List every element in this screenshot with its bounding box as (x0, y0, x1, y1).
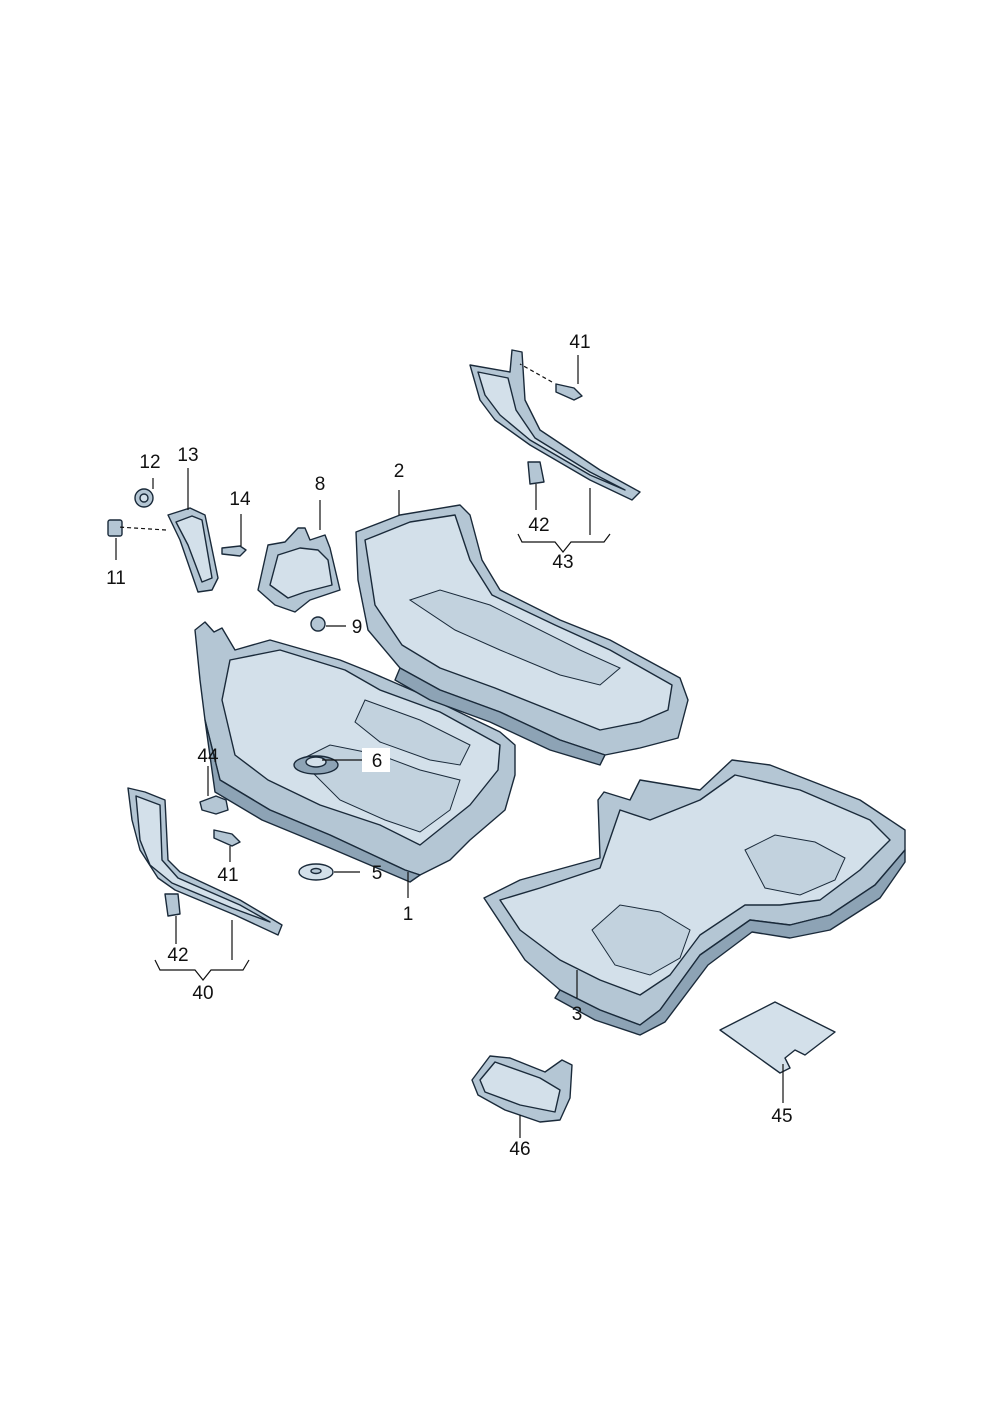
callout-45: 45 (771, 1106, 792, 1127)
leader-lines (115, 355, 784, 1138)
callout-43: 43 (552, 552, 573, 573)
callout-41-left: 41 (217, 865, 238, 886)
callout-3: 3 (572, 1004, 583, 1025)
callout-40: 40 (192, 983, 213, 1004)
fastener-14-screw[interactable] (221, 545, 247, 557)
fastener-41-screw-left[interactable] (213, 829, 241, 847)
callout-6: 6 (372, 751, 383, 772)
part-40-sill-trim[interactable] (127, 787, 283, 936)
callout-46: 46 (509, 1139, 530, 1160)
callout-41-top: 41 (569, 332, 590, 353)
fastener-42-clip-left[interactable] (164, 893, 181, 917)
fastener-12-nut[interactable] (134, 488, 154, 508)
part-13-trim-panel[interactable] (167, 507, 219, 593)
callout-11: 11 (106, 568, 126, 589)
part-43-sill-trim[interactable] (469, 349, 641, 501)
callout-2: 2 (394, 461, 405, 482)
callout-12: 12 (139, 452, 160, 473)
callout-14: 14 (229, 489, 251, 510)
callout-5: 5 (372, 863, 383, 884)
part-3-floor-carpet[interactable] (483, 759, 906, 1036)
callout-1: 1 (403, 904, 414, 925)
callouts: 1 2 3 5 6 8 9 11 12 13 14 41 42 43 44 41… (106, 332, 792, 1160)
fastener-9-clip[interactable] (310, 616, 326, 632)
part-8-bracket[interactable] (257, 527, 341, 613)
callout-9: 9 (352, 617, 363, 638)
fastener-11-clip[interactable] (107, 519, 123, 537)
fastener-42-clip-top[interactable] (527, 461, 545, 485)
callout-44: 44 (197, 746, 219, 767)
part-46-insulation[interactable] (471, 1055, 573, 1123)
callout-42-left: 42 (167, 945, 188, 966)
callout-42-top: 42 (528, 515, 549, 536)
callout-13: 13 (177, 445, 198, 466)
fastener-41-screw-top[interactable] (555, 383, 583, 401)
part-1-front-floor-mat[interactable] (194, 621, 516, 883)
fastener-44-bolt[interactable] (199, 795, 229, 815)
callout-8: 8 (315, 474, 326, 495)
part-2-floor-insulation[interactable] (355, 504, 689, 766)
fastener-5-washer[interactable] (298, 863, 334, 881)
part-45-mat-pad[interactable] (719, 1001, 836, 1074)
